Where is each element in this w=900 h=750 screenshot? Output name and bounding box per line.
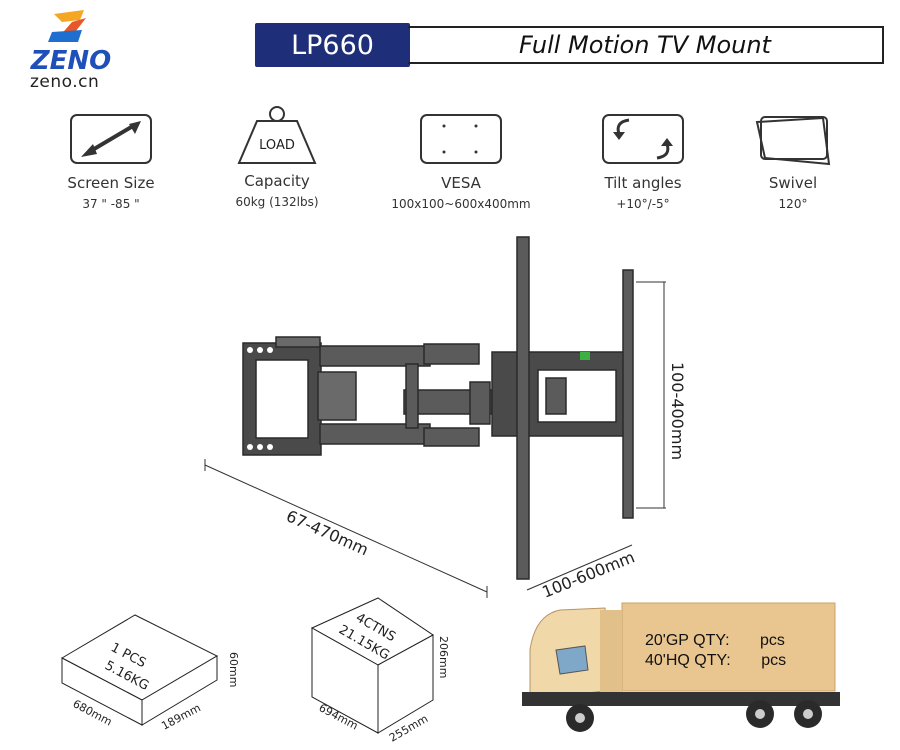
model-badge: LP660	[255, 23, 410, 67]
spec-value: 60kg (132lbs)	[235, 195, 319, 209]
spec-tilt: Tilt angles +10°/-5°	[553, 112, 733, 211]
spec-value: 100x100~600x400mm	[391, 197, 531, 211]
spec-screen-size: Screen Size 37 " -85 "	[21, 112, 201, 211]
gp20-unit: pcs	[760, 632, 785, 649]
spec-label: VESA	[441, 174, 481, 192]
load-weight-icon: LOAD	[237, 106, 317, 164]
gp20-qty-row: 20'GP QTY: pcs	[645, 632, 785, 650]
single-height: 60mm	[227, 652, 240, 687]
height-range-dimension: 100-400mm	[668, 362, 687, 460]
spec-label: Screen Size	[67, 174, 155, 192]
spec-label: Tilt angles	[604, 174, 682, 192]
product-title: Full Motion TV Mount	[408, 26, 884, 64]
width-range-dimension: 100-600mm	[539, 547, 637, 601]
hq40-label: 40'HQ QTY:	[645, 652, 731, 669]
tilt-arrows-icon	[602, 114, 684, 164]
single-package-box	[60, 614, 219, 726]
website-text: zeno.cn	[30, 72, 100, 92]
diagonal-arrow-icon	[70, 114, 152, 164]
gp20-label: 20'GP QTY:	[645, 632, 730, 649]
extension-dimension: 67-470mm	[283, 506, 371, 559]
spec-vesa: VESA 100x100~600x400mm	[371, 112, 551, 211]
hq40-qty-row: 40'HQ QTY: pcs	[645, 652, 786, 670]
logo-wordmark: ZENO	[30, 46, 111, 72]
spec-value: 37 " -85 "	[82, 197, 140, 211]
swivel-icon	[755, 116, 831, 166]
truck-illustration	[522, 602, 840, 732]
spec-swivel: Swivel 120°	[703, 112, 883, 211]
brand-logo: ZENO	[14, 6, 129, 76]
spec-label: Capacity	[244, 172, 310, 190]
spec-value: +10°/-5°	[616, 197, 670, 211]
vesa-pattern-icon	[420, 114, 502, 164]
svg-text:LOAD: LOAD	[259, 138, 295, 153]
hq40-unit: pcs	[761, 652, 787, 669]
carton-box	[310, 597, 434, 734]
spec-value: 120°	[778, 197, 808, 211]
carton-height: 206mm	[437, 636, 450, 678]
spec-label: Swivel	[768, 174, 818, 192]
spec-capacity: LOAD Capacity 60kg (132lbs)	[187, 104, 367, 209]
